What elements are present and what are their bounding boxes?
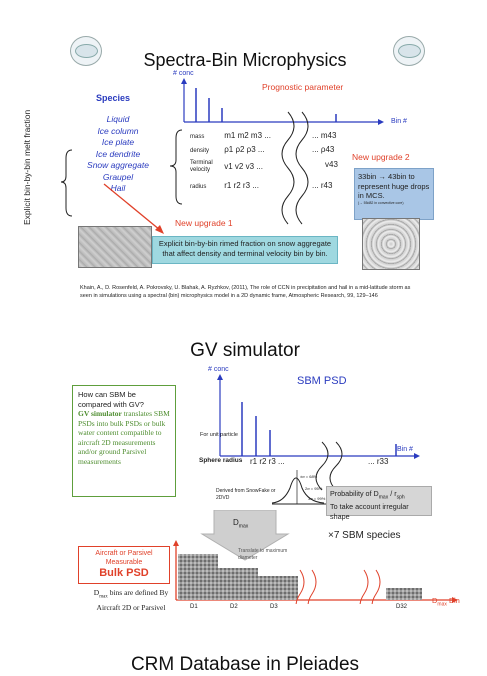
dmax-arrow-label: Dmax	[233, 518, 248, 530]
slide2-title: GV simulator	[190, 340, 300, 361]
row-label: radius	[190, 184, 207, 190]
bulk-histogram	[173, 540, 458, 604]
sbm-chart	[217, 374, 420, 491]
aircraft-label: Aircraft or Parsivel Measurable	[95, 550, 153, 566]
snow-aggregate-photo	[78, 226, 152, 268]
bin-label-d32: D32	[396, 604, 408, 610]
species-ice-dendrite: Ice dendrite	[95, 148, 141, 159]
species-ice-column: Ice column	[97, 125, 139, 136]
upgrade1-arrow	[103, 183, 164, 234]
dmax-bin-suffix: Bin	[446, 596, 460, 605]
bulk-bin-d3	[258, 576, 298, 600]
dmax-bins-sub: max	[99, 594, 108, 600]
param-row-velocity: Terminal velocity v1 v2 v3 ... v43	[190, 160, 410, 174]
bulk-psd-box: Aircraft or Parsivel Measurable Bulk PSD	[78, 546, 170, 584]
dmax-bins-note: Dmax bins are defined By Aircraft 2D or …	[84, 588, 178, 613]
species-liquid: Liquid	[106, 114, 130, 124]
slide3-title: CRM Database in Pleiades	[130, 654, 360, 675]
species-count-label: ×7 SBM species	[328, 530, 401, 541]
sigma-99: 3σ = 99%	[308, 496, 326, 501]
upgrade1-title: New upgrade 1	[175, 218, 233, 228]
species-list: Liquid Ice column Ice plate Ice dendrite…	[70, 114, 166, 195]
row-end: ... m43	[312, 131, 337, 140]
prob-text2: / r	[388, 489, 397, 498]
melt-fraction-label: Explicit bin-by-bin melt fraction	[22, 109, 32, 225]
dmax-arrow	[200, 510, 290, 561]
dmax-bins-d: D	[93, 588, 100, 597]
bulk-bin-d32	[386, 588, 422, 600]
dmax-text: D	[233, 518, 239, 527]
bulk-bin-d2	[218, 568, 258, 600]
row-values: r1 r2 r3 ...	[224, 181, 259, 190]
upgrade2-box: 33bin → 43bin to represent huge drops in…	[354, 168, 434, 220]
unit-particle-label: For unit particle	[200, 432, 238, 438]
logo-right	[393, 36, 425, 66]
reference: Khain, A., D. Rosenfeld, A. Pokrovsky, U…	[80, 285, 411, 299]
dmax-bin-axis-label: Dmax Bin	[432, 596, 460, 608]
bin-label-d2: D2	[230, 604, 238, 610]
row-end: v43	[325, 160, 338, 169]
sphere-radius-label: Sphere radius	[199, 457, 243, 464]
spectra-chart	[169, 78, 384, 225]
prognostic-label: Prognostic parameter	[262, 82, 344, 92]
species-bracket	[60, 149, 73, 217]
species-snow-aggregate: Snow aggregate	[87, 160, 149, 170]
species-hail: Hail	[110, 183, 126, 193]
chart2-y-label: # conc	[208, 366, 229, 373]
gv-simulator-label: GV simulator	[78, 409, 122, 418]
gv-question: How can SBM be compared with GV?	[78, 390, 144, 409]
chart2-x-label: Bin #	[397, 446, 413, 453]
row-label: density	[190, 148, 210, 154]
param-row-radius: radius r1 r2 r3 ... ... r43	[190, 181, 410, 190]
dmax-sub: max	[238, 523, 249, 530]
prob-sub2: sph	[396, 494, 405, 501]
dmax-bin-sub: max	[437, 601, 447, 608]
upgrade2-text: 33bin → 43bin to represent huge drops in…	[358, 172, 430, 200]
species-graupel: Graupel	[102, 171, 134, 182]
sbm-psd-label: SBM PSD	[297, 375, 347, 387]
row-values: m1 m2 m3 ...	[224, 131, 271, 140]
sigma-68: ±σ = 68%	[300, 474, 318, 479]
param-row-mass: mass m1 m2 m3 ... ... m43	[190, 131, 410, 140]
probability-line1: Probability of Dmax / rsph	[330, 489, 428, 502]
bulk-bin-d1	[178, 554, 218, 600]
row-label: Terminal velocity	[190, 160, 213, 173]
dmax-bins-text: bins are defined By Aircraft 2D or Parsi…	[96, 588, 169, 612]
upgrade2-note: (→ 55d82 in convective core)	[358, 200, 404, 205]
row-label: mass	[190, 134, 205, 140]
species-ice-plate: Ice plate	[101, 137, 135, 147]
row-values: ρ1 ρ2 ρ3 ...	[224, 145, 265, 154]
row-values: v1 v2 v3 ...	[224, 162, 263, 172]
chart1-x-label: Bin #	[391, 118, 407, 125]
row-end: ... ρ43	[312, 145, 335, 154]
sbm-radius-end: ... r33	[368, 457, 389, 466]
species-title: Species	[96, 93, 131, 103]
bulk-psd-label: Bulk PSD	[99, 567, 149, 579]
translate-label: Translate to maximum diameter	[238, 548, 288, 561]
shape-distribution-curve	[271, 470, 326, 505]
bin-label-d3: D3	[270, 604, 278, 610]
prob-text: Probability of D	[330, 489, 379, 498]
prob-sub: max	[378, 494, 389, 501]
upgrade1-box: Explicit bin-by-bin rimed fraction on sn…	[152, 236, 338, 264]
probability-box: Probability of Dmax / rsph To take accou…	[326, 486, 432, 521]
derived-from-label: Derived from SnowFake or 2DVD	[216, 488, 276, 501]
gv-description-text: translates SBM PSDs into bulk PSDs or bu…	[78, 409, 170, 466]
logo-left	[70, 36, 102, 66]
probability-line2: To take account irregular shape	[330, 502, 409, 522]
row-end: ... r43	[312, 181, 333, 190]
sigma-95: 2σ = 95%	[305, 486, 323, 491]
gv-question-box: How can SBM be compared with GV? GV simu…	[72, 385, 176, 497]
graupel-photo	[362, 218, 420, 270]
gv-description: GV simulator translates SBM PSDs into bu…	[78, 409, 170, 466]
bin-label-d1: D1	[190, 604, 198, 610]
upgrade2-title: New upgrade 2	[352, 152, 410, 162]
chart1-y-label: # conc	[173, 70, 194, 77]
upgrade1-text: Explicit bin-by-bin rimed fraction on sn…	[158, 239, 332, 258]
sbm-radius-values: r1 r2 r3 ...	[250, 457, 285, 466]
dmax-bin-text: D	[432, 596, 438, 605]
slide1-title: Spectra-Bin Microphysics	[143, 50, 347, 70]
param-row-density: density ρ1 ρ2 ρ3 ... ... ρ43	[190, 145, 410, 154]
